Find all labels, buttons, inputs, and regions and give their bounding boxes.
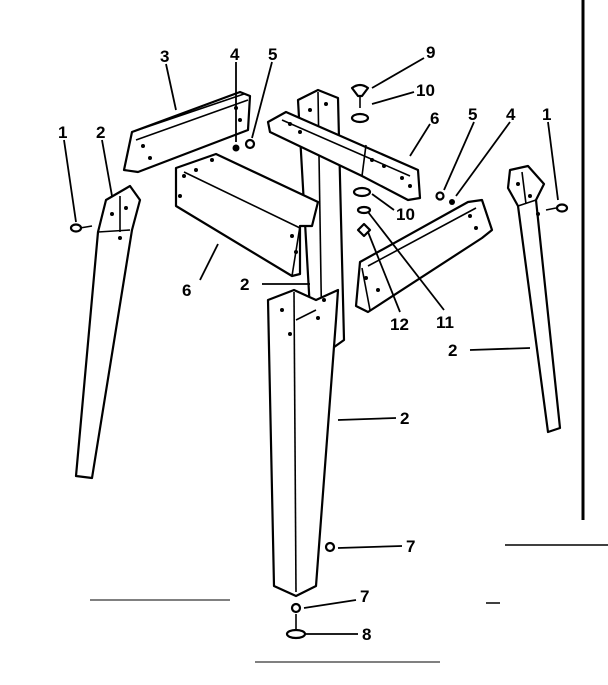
callout-hex-bolt-left: 1 — [58, 123, 67, 142]
callout-nut-right: 5 — [468, 105, 477, 124]
nut-left — [244, 138, 256, 150]
callout-nut-left: 5 — [268, 45, 277, 64]
callout-leveling-foot: 8 — [362, 625, 371, 644]
long-stiffener-left — [174, 152, 320, 278]
right-stiffener — [354, 198, 494, 314]
leg-right — [506, 164, 562, 434]
lockwasher-right — [449, 199, 455, 205]
callout-lockwasher-right: 4 — [506, 105, 516, 124]
callout-leg-left: 2 — [96, 123, 105, 142]
callout-leg-front: 2 — [400, 409, 409, 428]
callout-nut-center: 12 — [390, 315, 409, 334]
hex-bolt-left — [69, 223, 93, 233]
callout-flat-washer-bottom: 10 — [396, 205, 415, 224]
callout-carriage-bolt: 9 — [426, 43, 435, 62]
flat-washer-top — [350, 112, 370, 124]
foot-nut-lower — [290, 602, 302, 614]
foot-nut-upper — [324, 541, 336, 553]
leader-lines — [63, 57, 559, 635]
leveling-foot — [285, 614, 307, 640]
callout-leg-back: 2 — [240, 275, 249, 294]
lockwasher-center — [356, 205, 372, 215]
leg-left — [74, 184, 142, 480]
lockwasher-left — [232, 144, 240, 152]
callout-foot-nut-lower: 7 — [360, 587, 369, 606]
short-stiffener — [122, 90, 252, 174]
callout-long-stiffener-left: 6 — [182, 281, 191, 300]
callout-short-stiffener: 3 — [160, 47, 169, 66]
leg-front — [266, 288, 340, 598]
callout-lockwasher-left: 4 — [230, 45, 240, 64]
hex-bolt-right — [545, 203, 569, 213]
carriage-bolt — [350, 83, 370, 108]
callout-leg-right: 2 — [448, 341, 457, 360]
nut-right — [435, 191, 445, 201]
nut-center — [356, 222, 372, 238]
flat-washer-bottom — [352, 186, 372, 198]
callout-foot-nut-upper: 7 — [406, 537, 415, 556]
callout-hex-bolt-right: 1 — [542, 105, 551, 124]
long-stiffener-right — [266, 110, 422, 202]
callout-long-stiffener-right: 6 — [430, 109, 439, 128]
callout-flat-washer-top: 10 — [416, 81, 435, 100]
callout-lockwasher-center: 11 — [436, 313, 454, 332]
